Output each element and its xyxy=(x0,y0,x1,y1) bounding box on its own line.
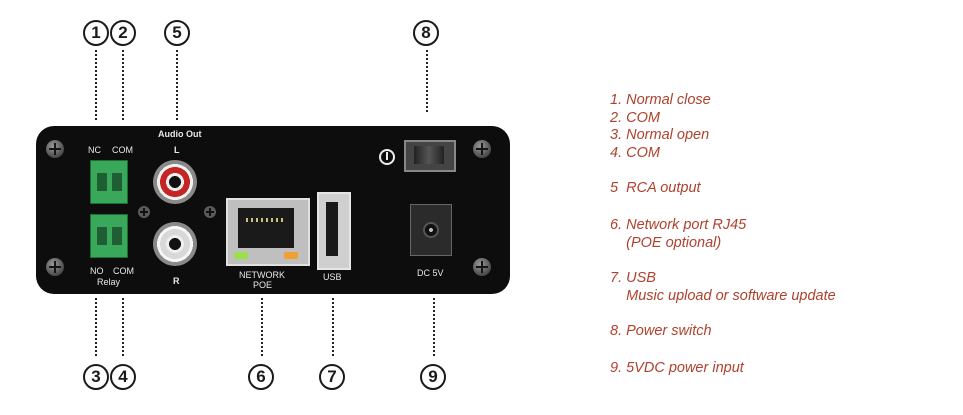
callout-4: 4 xyxy=(110,364,136,390)
relay-label: Relay xyxy=(97,277,121,287)
callout-5: 5 xyxy=(164,20,190,46)
rca-left-jack[interactable] xyxy=(153,160,197,204)
relay-no-label: NO xyxy=(90,266,104,276)
callout-2: 2 xyxy=(110,20,136,46)
poe-label: POE xyxy=(253,280,273,290)
relay-nc-label: NC xyxy=(88,145,101,155)
leader-line-8 xyxy=(426,50,428,112)
relay-terminal-top[interactable] xyxy=(90,160,128,204)
power-icon xyxy=(379,149,395,165)
callout-6: 6 xyxy=(248,364,274,390)
relay-com-bottom-label: COM xyxy=(113,266,134,276)
device-rear-panel: NC COM NO COM Relay Audio Out L R NETWOR… xyxy=(36,126,510,294)
leader-line-5 xyxy=(176,50,178,120)
leader-line-9 xyxy=(433,298,435,356)
callout-7: 7 xyxy=(319,364,345,390)
audio-out-label: Audio Out xyxy=(158,129,202,139)
legend-network: 6. Network port RJ45 (POE optional) xyxy=(610,217,747,251)
audio-right-label: R xyxy=(173,276,180,286)
mount-screw-icon xyxy=(46,258,64,276)
leader-line-7 xyxy=(332,298,334,356)
usb-label: USB xyxy=(323,272,342,282)
rca-right-jack[interactable] xyxy=(153,222,197,266)
dc-label: DC 5V xyxy=(417,268,444,278)
usb-port[interactable] xyxy=(317,192,351,270)
callout-8: 8 xyxy=(413,20,439,46)
mount-screw-icon xyxy=(46,140,64,158)
activity-led-orange xyxy=(284,252,298,259)
leader-line-1 xyxy=(95,50,97,120)
relay-com-top-label: COM xyxy=(112,145,133,155)
legend-rca: 5 RCA output xyxy=(610,180,701,196)
small-screw-icon xyxy=(138,206,150,218)
callout-3: 3 xyxy=(83,364,109,390)
power-switch[interactable] xyxy=(404,140,456,172)
network-label: NETWORK xyxy=(239,270,285,280)
link-led-green xyxy=(234,252,248,259)
legend-power-switch: 8. Power switch xyxy=(610,323,712,339)
leader-line-3 xyxy=(95,298,97,356)
mount-screw-icon xyxy=(473,258,491,276)
leader-line-4 xyxy=(122,298,124,356)
leader-line-6 xyxy=(261,298,263,356)
legend-power-input: 9. 5VDC power input xyxy=(610,360,744,376)
relay-terminal-bottom[interactable] xyxy=(90,214,128,258)
callout-9: 9 xyxy=(420,364,446,390)
callout-1: 1 xyxy=(83,20,109,46)
mount-screw-icon xyxy=(473,140,491,158)
rj45-network-port[interactable] xyxy=(226,198,310,266)
legend-relay: 1. Normal close 2. COM 3. Normal open 4.… xyxy=(610,92,711,161)
legend-usb: 7. USB Music upload or software update xyxy=(610,270,836,304)
leader-line-2 xyxy=(122,50,124,120)
audio-left-label: L xyxy=(174,145,180,155)
dc-power-jack[interactable] xyxy=(410,204,452,256)
small-screw-icon xyxy=(204,206,216,218)
